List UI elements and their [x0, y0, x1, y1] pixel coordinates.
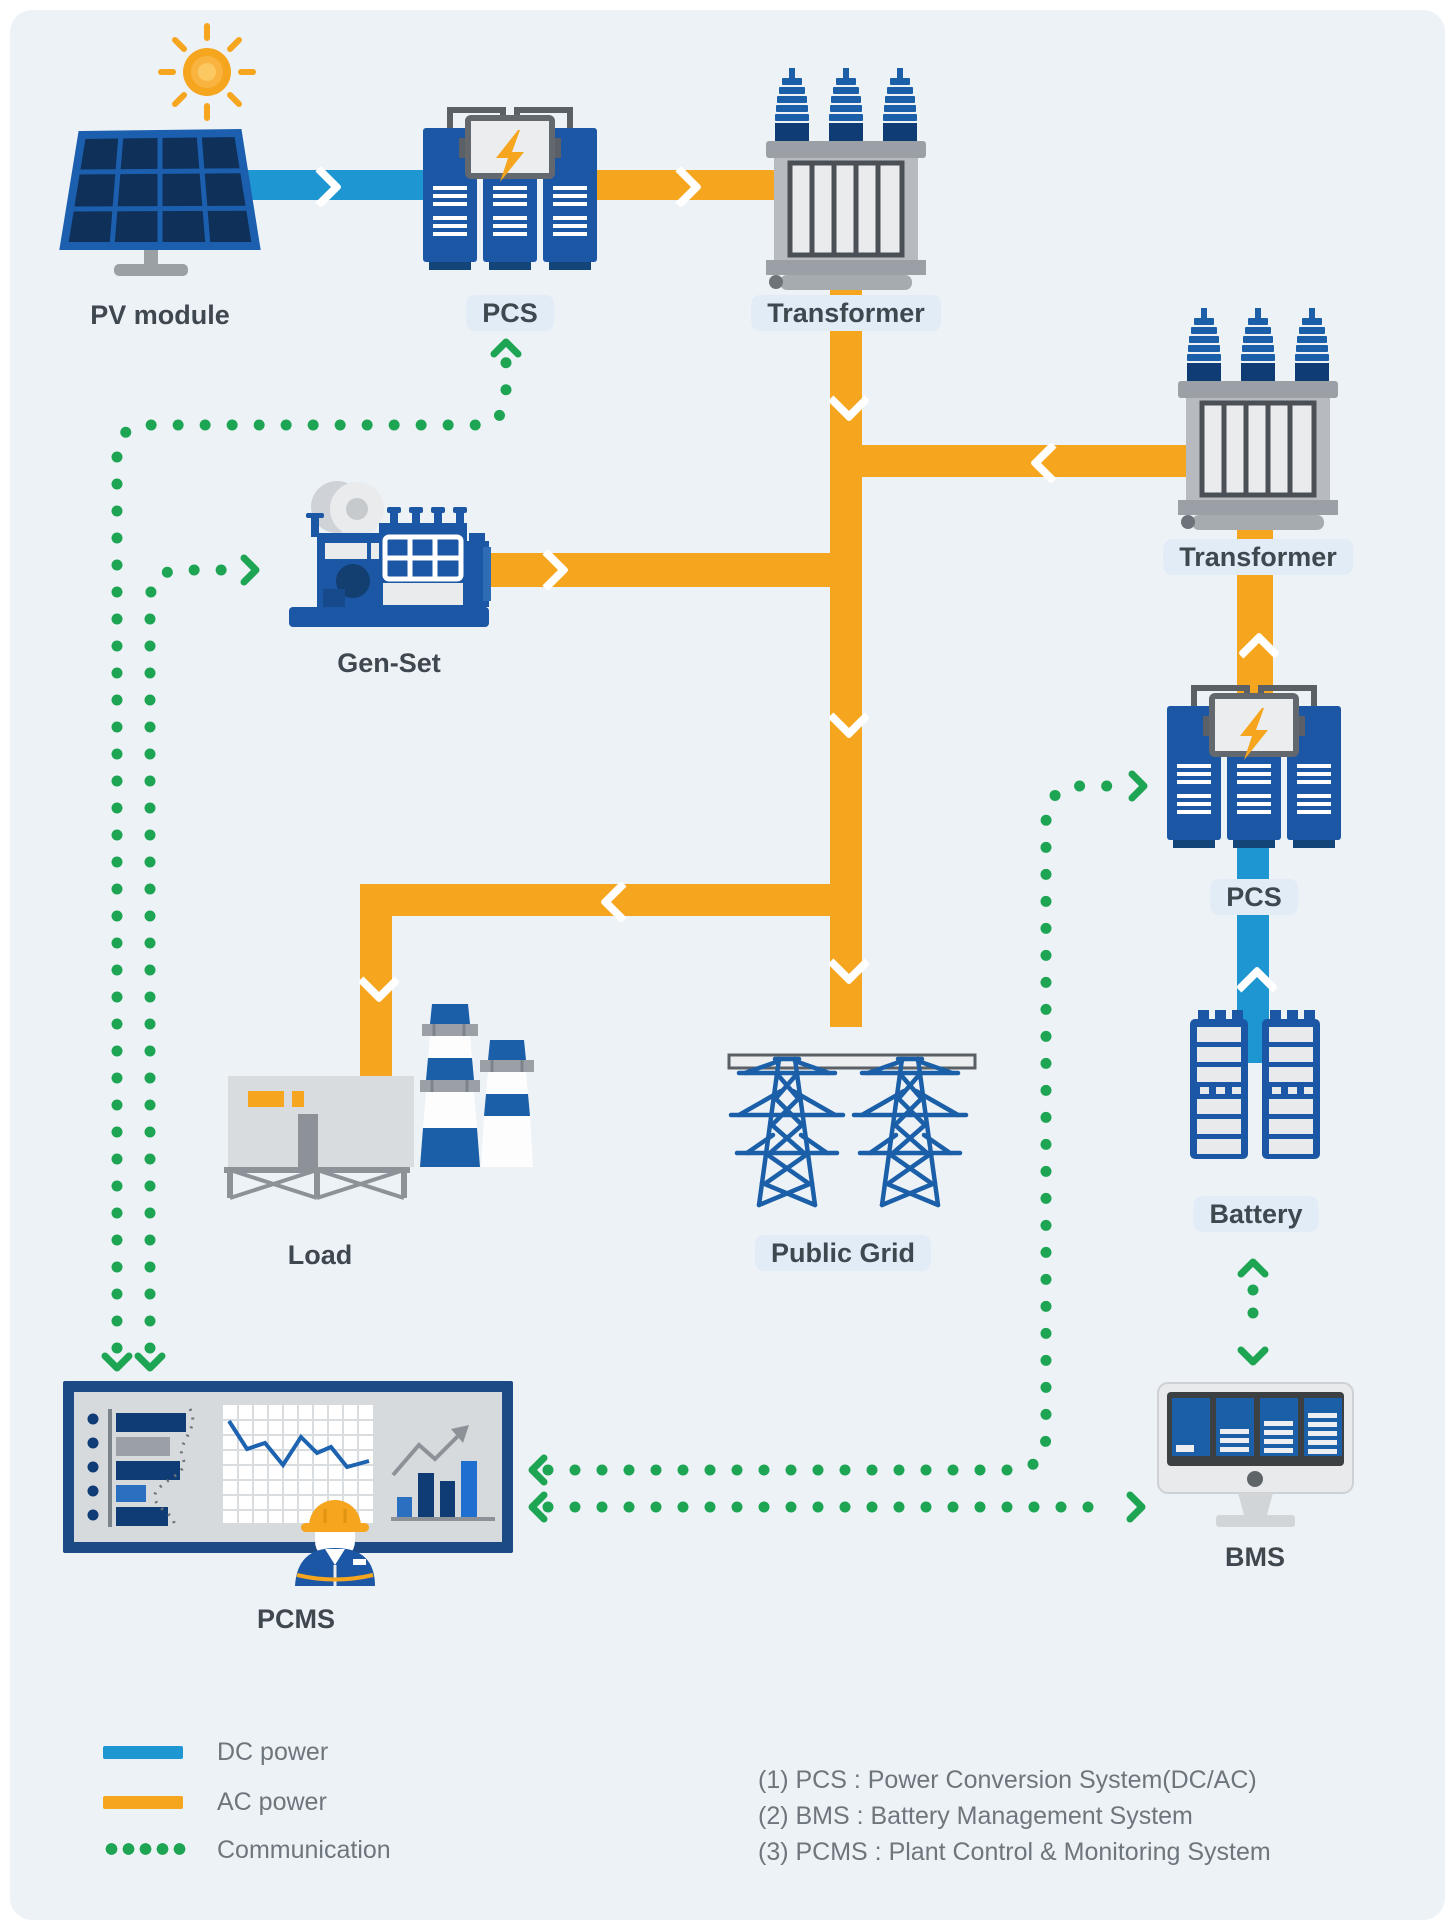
battery-rack-icon: [1190, 1010, 1248, 1159]
ac-line-right-transformer-branch: [830, 445, 1195, 477]
comm-line-pcms-to-pcs-top: [111, 350, 512, 1354]
ac-line-load-drop: [360, 884, 392, 1084]
sun-icon: [158, 23, 256, 121]
lightning-bolt-icon: [496, 130, 524, 182]
footnotes: (1) PCS : Power Conversion System(DC/AC)…: [758, 1762, 1271, 1870]
battery-rack-icon: [1262, 1010, 1320, 1159]
pcs-top-icon: [423, 107, 597, 270]
gen-set-icon: [289, 481, 491, 627]
legend-ac-swatch: [103, 1796, 183, 1809]
line-chart-icon: [223, 1405, 373, 1523]
comm-arrow-down-icon: [101, 1352, 133, 1372]
bushing-icon: [829, 68, 863, 141]
comm-arrow-down-icon: [1237, 1346, 1269, 1366]
pcs-right-icon: [1167, 685, 1341, 848]
pv-module-icon: [59, 128, 261, 276]
comm-arrow-right-icon: [240, 554, 260, 586]
transformer-top-icon: [766, 68, 926, 290]
ac-line-load-branch: [360, 884, 862, 916]
load-label: Load: [287, 1240, 353, 1270]
transformer-top-label: Transformer: [751, 295, 941, 331]
bushing-icon: [883, 68, 917, 141]
battery-icon: [1190, 1010, 1320, 1159]
ac-line-pcs-to-transformer: [594, 170, 776, 200]
chimney-icon: [480, 1040, 534, 1167]
legend-communication-label: Communication: [217, 1836, 391, 1864]
legend-dc-label: DC power: [217, 1738, 329, 1766]
comm-arrow-up-icon: [1237, 1258, 1269, 1278]
pv-module-label: PV module: [90, 300, 230, 330]
legend-ac-label: AC power: [217, 1788, 327, 1816]
operator-icon: [295, 1500, 375, 1586]
legend-communication-swatch: [103, 1843, 188, 1855]
transmission-tower-icon: [728, 1056, 846, 1208]
battery-label: Battery: [1193, 1196, 1319, 1232]
public-grid-label: Public Grid: [754, 1235, 932, 1271]
footnote-pcs: (1) PCS : Power Conversion System(DC/AC): [758, 1766, 1257, 1794]
comm-line-pcms-to-genset: [144, 564, 238, 1354]
pcs-top-label: PCS: [466, 295, 554, 331]
footnote-pcms: (3) PCMS : Plant Control & Monitoring Sy…: [758, 1838, 1271, 1866]
comm-arrow-left-icon: [528, 1491, 548, 1523]
footnote-bms: (2) BMS : Battery Management System: [758, 1802, 1193, 1830]
legend-dc-swatch: [103, 1746, 183, 1759]
dc-line-pv-to-pcs: [248, 170, 428, 200]
public-grid-icon: [727, 1053, 977, 1208]
lightning-bolt-icon: [1240, 708, 1268, 760]
bushing-icon: [1187, 308, 1221, 381]
ac-line-genset-branch: [480, 553, 832, 587]
transmission-tower-icon: [851, 1056, 969, 1208]
pcms-label: PCMS: [256, 1604, 336, 1634]
bushing-icon: [1241, 308, 1275, 381]
load-icon: [224, 1004, 534, 1200]
comm-arrow-right-icon: [1128, 770, 1148, 802]
bar-chart-icon: [391, 1425, 495, 1521]
comm-arrow-up-icon: [490, 338, 522, 358]
chimney-icon: [420, 1004, 480, 1167]
comm-arrow-right-icon: [1126, 1491, 1146, 1523]
comm-arrow-left-icon: [528, 1454, 548, 1486]
bar-list-chart-icon: [87, 1408, 195, 1530]
transformer-right-label: Transformer: [1163, 539, 1353, 575]
transformer-right-icon: [1178, 308, 1338, 530]
pcs-right-label: PCS: [1210, 879, 1298, 915]
gen-set-label: Gen-Set: [337, 648, 441, 678]
bms-label: BMS: [1225, 1542, 1285, 1572]
pcms-icon: [63, 1381, 513, 1586]
bushing-icon: [775, 68, 809, 141]
bushing-icon: [1295, 308, 1329, 381]
bms-icon: [1157, 1382, 1354, 1527]
comm-arrow-down-icon: [134, 1352, 166, 1372]
